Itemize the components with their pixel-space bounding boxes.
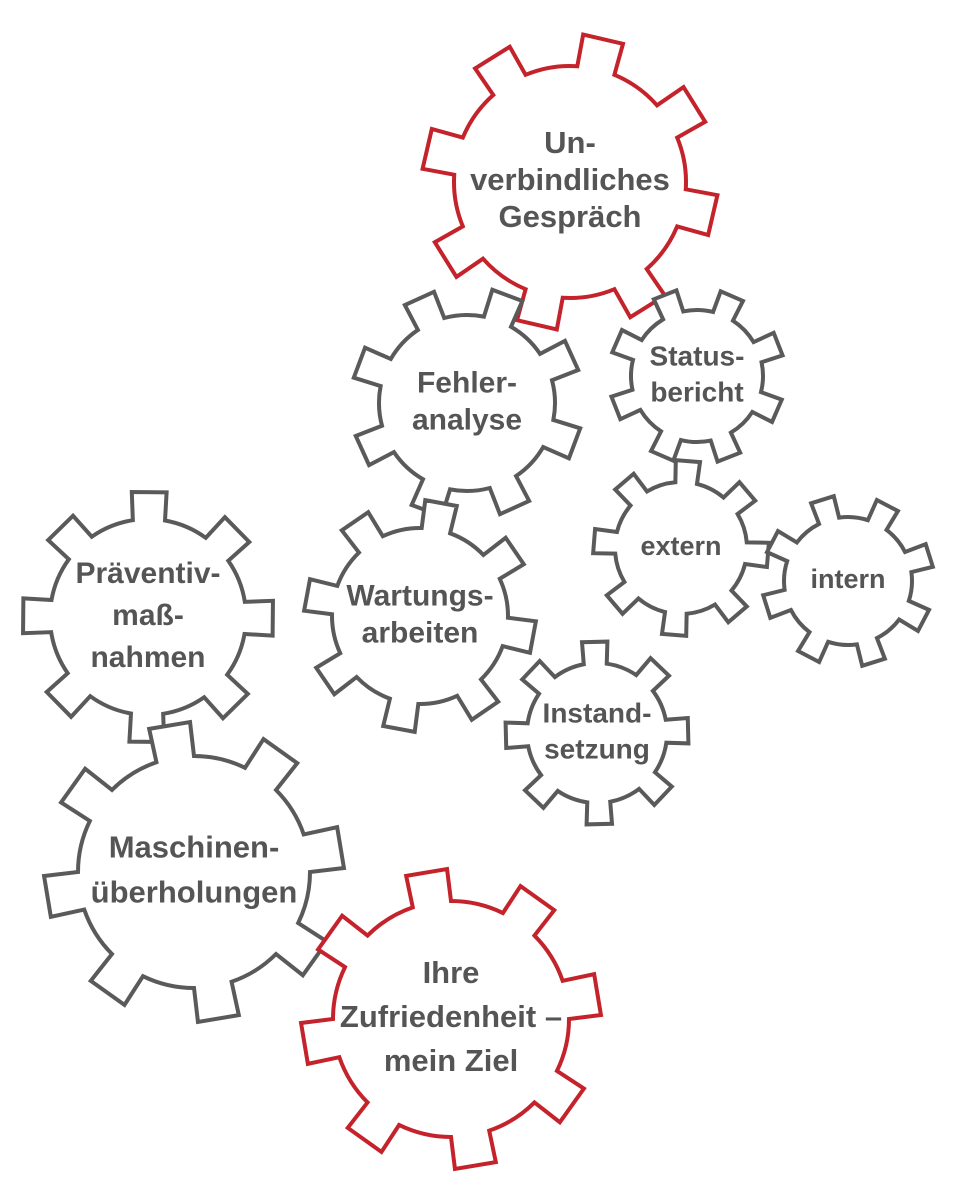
gear-label-praeventivmassnahmen-line-0: Präventiv- xyxy=(75,557,220,590)
gear-label-extern-line-0: extern xyxy=(640,531,721,561)
gear-label-statusbericht-line-0: Status- xyxy=(650,340,745,371)
gear-label-praeventivmassnahmen-line-1: maß- xyxy=(112,599,184,632)
gear-outline-intern xyxy=(760,493,936,669)
gear-outline-ihre-zufriedenheit xyxy=(298,866,604,1172)
gear-outline-extern xyxy=(590,457,772,639)
gear-label-ihre-zufriedenheit-line-1: Zufriedenheit – xyxy=(340,999,562,1034)
gear-label-wartungsarbeiten-line-1: arbeiten xyxy=(362,616,479,649)
gear-outline-unverbindliches-gespraech xyxy=(420,32,720,332)
gear-label-statusbericht-line-1: bericht xyxy=(650,376,743,407)
gear-extern: extern xyxy=(590,457,772,639)
gear-instandsetzung: Instand-setzung xyxy=(503,639,691,827)
gear-wartungsarbeiten: Wartungs-arbeiten xyxy=(301,497,539,735)
gear-label-instandsetzung-line-0: Instand- xyxy=(543,697,652,728)
gear-outline-maschinenueberholungen xyxy=(41,719,347,1025)
gear-label-unverbindliches-gespraech-line-0: Un- xyxy=(544,125,596,160)
gear-label-unverbindliches-gespraech-line-1: verbindliches xyxy=(470,162,670,197)
gear-layer: Un-verbindlichesGesprächFehler-analyseSt… xyxy=(21,32,936,1172)
gear-fehleranalyse: Fehler-analyse xyxy=(351,287,583,519)
gear-label-ihre-zufriedenheit-line-0: Ihre xyxy=(423,955,480,990)
gear-outline-wartungsarbeiten xyxy=(301,497,539,735)
gear-label-fehleranalyse-line-1: analyse xyxy=(412,403,522,436)
gear-label-wartungsarbeiten-line-0: Wartungs- xyxy=(346,579,493,612)
gear-maschinenueberholungen: Maschinen-überholungen xyxy=(41,719,347,1025)
gear-praeventivmassnahmen: Präventiv-maß-nahmen xyxy=(21,490,275,744)
gear-label-instandsetzung-line-1: setzung xyxy=(544,733,650,764)
gear-outline-fehleranalyse xyxy=(351,287,583,519)
gear-outline-statusbericht xyxy=(608,287,786,465)
gear-statusbericht: Status-bericht xyxy=(608,287,786,465)
gear-label-ihre-zufriedenheit-line-2: mein Ziel xyxy=(384,1043,518,1078)
gear-outline-instandsetzung xyxy=(503,639,691,827)
gear-label-maschinenueberholungen-line-0: Maschinen- xyxy=(109,830,280,865)
gear-outline-praeventivmassnahmen xyxy=(21,490,275,744)
gear-label-unverbindliches-gespraech-line-2: Gespräch xyxy=(498,199,641,234)
gear-label-praeventivmassnahmen-line-2: nahmen xyxy=(90,641,205,674)
gear-label-fehleranalyse-line-0: Fehler- xyxy=(417,366,517,399)
gear-label-maschinenueberholungen-line-1: überholungen xyxy=(91,875,298,910)
gear-label-intern-line-0: intern xyxy=(810,564,885,594)
gear-intern: intern xyxy=(760,493,936,669)
